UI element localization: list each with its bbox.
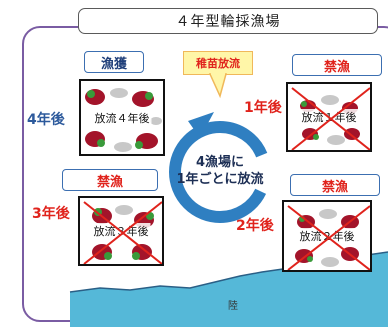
- plot-panel-4: 放流２年後: [282, 200, 372, 272]
- land-label: 陸: [228, 301, 238, 312]
- ban-cross-icon: [291, 87, 370, 150]
- plot-label: 放流４年後: [92, 109, 152, 126]
- plot-panel-2: 放流１年後: [286, 82, 372, 152]
- release-bubble: 稚苗放流: [183, 51, 253, 75]
- status-label-plot-2: 禁漁: [292, 54, 382, 76]
- cycle-line-1: 4漁場に: [195, 155, 245, 170]
- years-label-plot-2: 1年後: [244, 100, 282, 116]
- cycle-line-2: 1年ごとに放流: [176, 172, 264, 187]
- ban-cross-icon: [287, 205, 370, 270]
- ban-cross-icon: [83, 201, 162, 264]
- years-label-plot-3: 3年後: [32, 206, 70, 222]
- status-label-plot-3: 禁漁: [62, 169, 158, 191]
- status-label-plot-1: 漁獲: [84, 51, 144, 73]
- cycle-description: 4漁場に 1年ごとに放流: [170, 154, 270, 188]
- years-label-plot-4: 2年後: [236, 218, 274, 234]
- plot-panel-3: 放流３年後: [78, 196, 164, 266]
- years-label-plot-1: 4年後: [27, 112, 65, 128]
- shellfish-cluster: [85, 88, 162, 152]
- plot-panel-1: 放流４年後: [79, 79, 165, 156]
- page-title: ４年型輪採漁場: [78, 8, 378, 34]
- status-label-plot-4: 禁漁: [290, 174, 380, 196]
